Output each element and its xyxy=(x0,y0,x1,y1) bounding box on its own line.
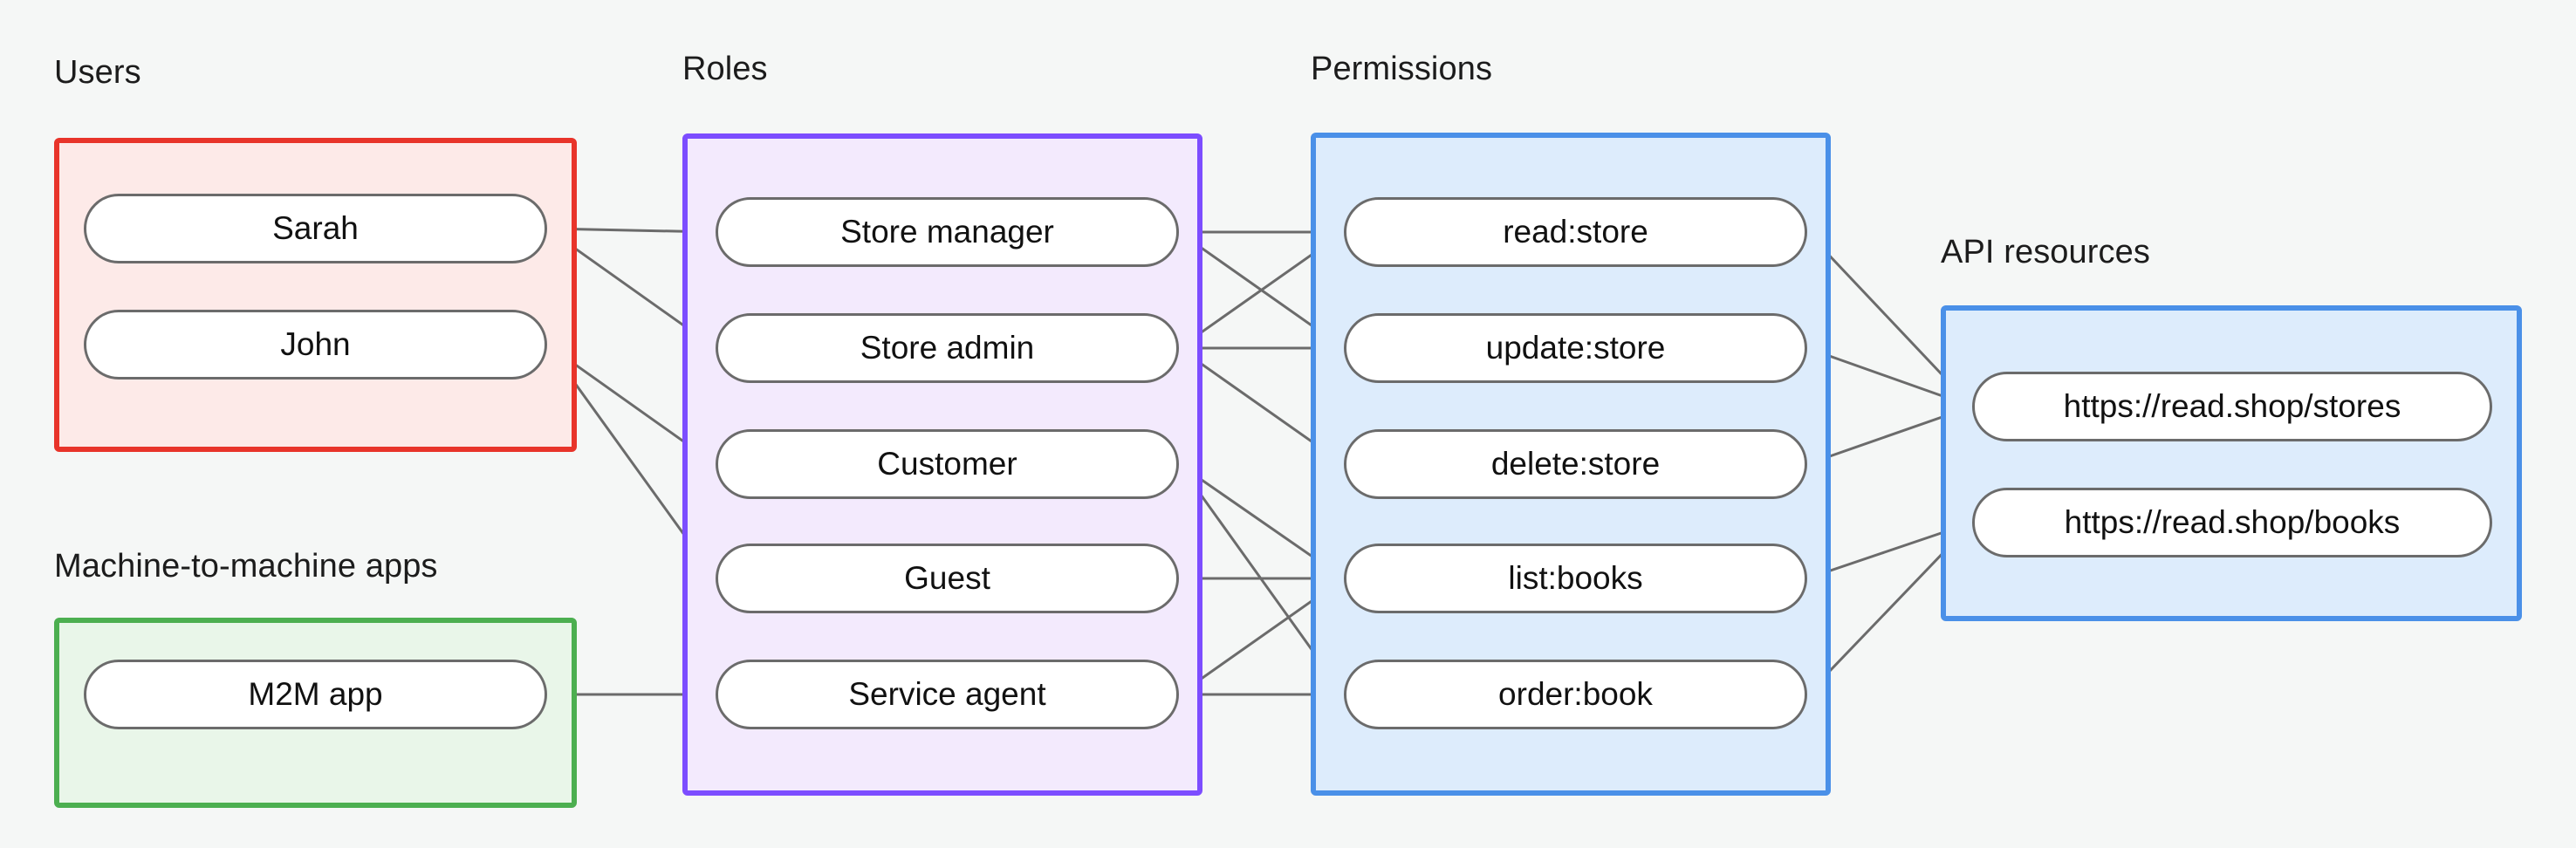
node-store-manager[interactable]: Store manager xyxy=(716,197,1179,267)
node-list-books[interactable]: list:books xyxy=(1344,544,1807,613)
node-label: Store admin xyxy=(860,330,1035,366)
node-label: Customer xyxy=(877,446,1017,482)
group-title-users: Users xyxy=(54,54,141,91)
group-title-api: API resources xyxy=(1941,234,2150,270)
group-title-m2m: Machine-to-machine apps xyxy=(54,548,438,585)
node-label: delete:store xyxy=(1490,446,1661,482)
node-john[interactable]: John xyxy=(84,310,547,380)
node-update-store[interactable]: update:store xyxy=(1344,313,1807,383)
node-service-agent[interactable]: Service agent xyxy=(716,660,1179,729)
node-api-stores[interactable]: https://read.shop/stores xyxy=(1972,372,2492,441)
node-delete-store[interactable]: delete:store xyxy=(1344,429,1807,499)
node-label: https://read.shop/stores xyxy=(2063,388,2401,424)
node-label: Service agent xyxy=(848,676,1046,712)
node-label: read:store xyxy=(1503,214,1648,250)
node-read-store[interactable]: read:store xyxy=(1344,197,1807,267)
node-customer[interactable]: Customer xyxy=(716,429,1179,499)
node-m2m-app[interactable]: M2M app xyxy=(84,660,547,729)
group-title-roles: Roles xyxy=(682,51,768,87)
node-label: Store manager xyxy=(840,214,1054,250)
node-label: https://read.shop/books xyxy=(2064,504,2401,540)
node-label: M2M app xyxy=(248,676,383,712)
group-box-api xyxy=(1941,305,2522,621)
node-label: list:books xyxy=(1508,560,1643,596)
node-label: John xyxy=(280,326,351,362)
group-box-users xyxy=(54,138,577,452)
node-store-admin[interactable]: Store admin xyxy=(716,313,1179,383)
node-guest[interactable]: Guest xyxy=(716,544,1179,613)
node-sarah[interactable]: Sarah xyxy=(84,194,547,263)
node-label: order:book xyxy=(1498,676,1653,712)
node-label: Sarah xyxy=(272,210,359,246)
node-api-books[interactable]: https://read.shop/books xyxy=(1972,488,2492,557)
node-label: update:store xyxy=(1485,330,1666,366)
node-order-book[interactable]: order:book xyxy=(1344,660,1807,729)
group-title-permissions: Permissions xyxy=(1311,51,1493,87)
node-label: Guest xyxy=(904,560,990,596)
